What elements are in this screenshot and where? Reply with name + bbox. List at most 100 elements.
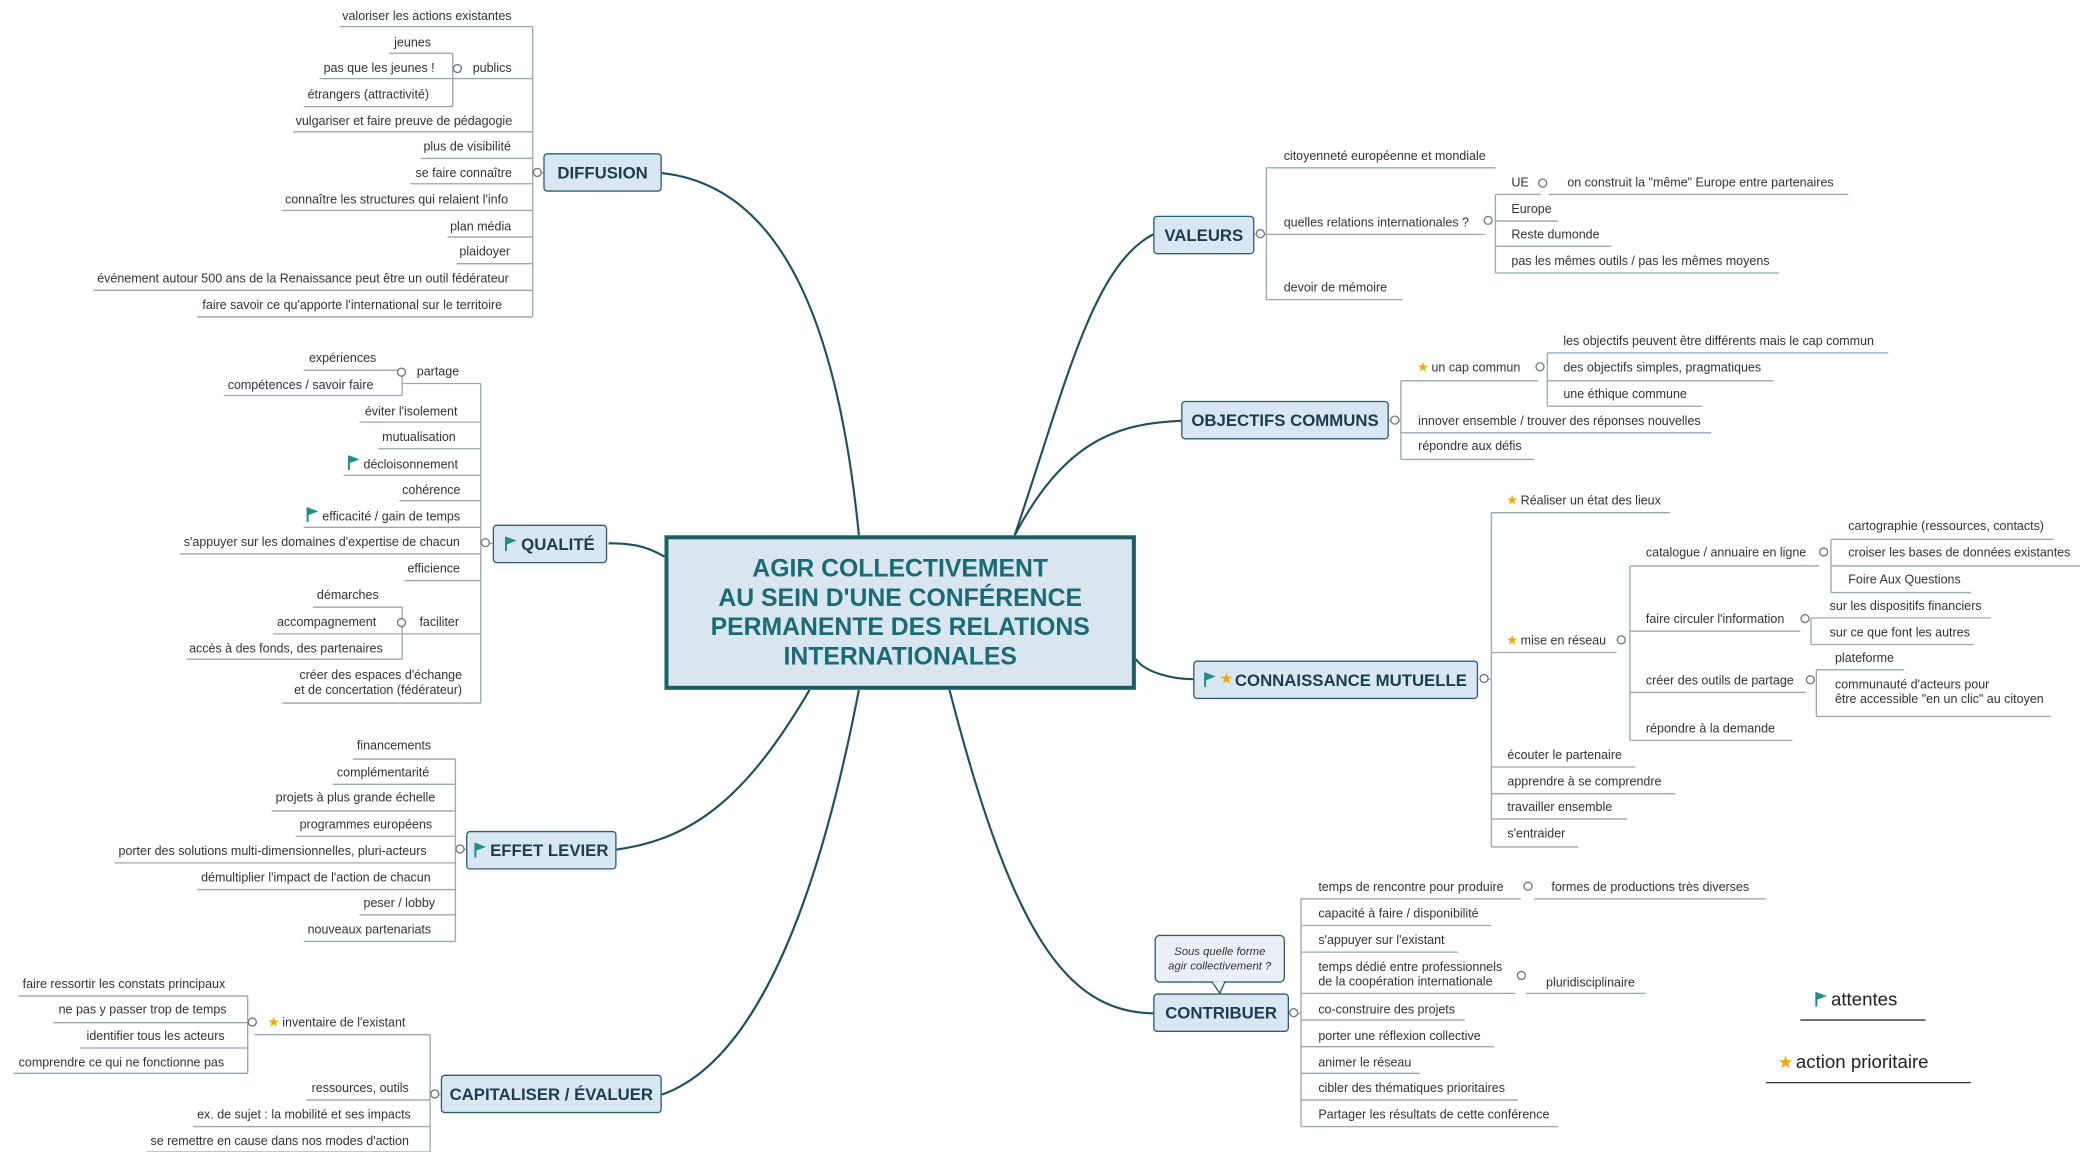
leaf-topic[interactable]: nouveaux partenariats [307, 921, 432, 937]
branch-effet-levier[interactable]: EFFET LEVIER [466, 830, 617, 870]
leaf-topic[interactable]: co-construire des projets [1318, 1001, 1456, 1017]
leaf-topic[interactable]: travailler ensemble [1507, 798, 1613, 814]
collapse-toggle[interactable] [1479, 673, 1489, 684]
collapse-toggle[interactable] [1805, 675, 1816, 685]
leaf-topic[interactable]: mutualisation [382, 428, 456, 444]
leaf-topic[interactable]: complémentarité [336, 764, 430, 780]
leaf-topic[interactable]: plaidoyer [459, 243, 511, 259]
leaf-topic[interactable]: temps de rencontre pour produire [1318, 878, 1504, 894]
leaf-topic[interactable]: pas les mêmes outils / pas les mêmes moy… [1511, 253, 1770, 268]
leaf-topic[interactable]: identifier tous les acteurs [86, 1028, 225, 1043]
leaf-topic[interactable]: écouter le partenaire [1507, 747, 1622, 762]
leaf-topic[interactable]: décloisonnement [347, 455, 458, 471]
leaf-topic[interactable]: communauté d'acteurs pour être accessibl… [1834, 676, 2044, 706]
leaf-topic[interactable]: éviter l'isolement [364, 403, 458, 419]
leaf-topic[interactable]: expériences [308, 350, 377, 365]
leaf-topic[interactable]: les objectifs peuvent être différents ma… [1563, 332, 1874, 348]
leaf-topic[interactable]: cibler des thématiques prioritaires [1318, 1079, 1505, 1095]
leaf-topic[interactable]: temps dédié entre professionnels de la c… [1318, 958, 1503, 989]
branch-capitaliser[interactable]: CAPITALISER / ÉVALUER [440, 1074, 662, 1114]
leaf-topic[interactable]: catalogue / annuaire en ligne [1645, 544, 1807, 560]
leaf-topic[interactable]: s'entraider [1507, 825, 1566, 841]
leaf-topic[interactable]: créer des outils de partage [1645, 672, 1794, 688]
leaf-topic[interactable]: ex. de sujet : la mobilité et ses impact… [197, 1106, 411, 1122]
leaf-topic[interactable]: financements [356, 737, 432, 753]
branch-connaissance-mutuelle[interactable]: ★CONNAISSANCE MUTUELLE [1193, 660, 1479, 700]
leaf-topic[interactable]: valoriser les actions existantes [342, 7, 512, 23]
collapse-toggle[interactable] [1523, 881, 1533, 891]
leaf-topic[interactable]: on construit la "même" Europe entre part… [1567, 174, 1834, 190]
collapse-toggle[interactable] [1616, 635, 1626, 645]
leaf-topic[interactable]: pluridisciplinaire [1546, 974, 1635, 990]
leaf-topic[interactable]: démultiplier l'impact de l'action de cha… [201, 869, 431, 885]
leaf-topic[interactable]: publics [472, 59, 512, 75]
leaf-topic[interactable]: citoyenneté européenne et mondiale [1283, 147, 1486, 163]
leaf-topic[interactable]: étrangers (attractivité) [307, 86, 430, 102]
leaf-topic[interactable]: des objectifs simples, pragmatiques [1563, 359, 1762, 375]
leaf-topic[interactable]: Partager les résultats de cette conféren… [1318, 1106, 1550, 1122]
leaf-topic[interactable]: quelles relations internationales ? [1283, 214, 1469, 230]
collapse-toggle[interactable] [452, 63, 463, 74]
leaf-topic[interactable]: créer des espaces d'échange et de concer… [294, 667, 463, 697]
collapse-toggle[interactable] [1516, 970, 1527, 981]
central-topic[interactable]: AGIR COLLECTIVEMENT AU SEIN D'UNE CONFÉR… [664, 535, 1136, 690]
leaf-topic[interactable]: se remettre en cause dans nos modes d'ac… [150, 1133, 409, 1148]
leaf-topic[interactable]: accompagnement [276, 613, 377, 629]
leaf-topic[interactable]: s'appuyer sur les domaines d'expertise d… [183, 533, 460, 549]
leaf-topic[interactable]: se faire connaître [415, 165, 512, 180]
leaf-topic[interactable]: ressources, outils [311, 1079, 409, 1095]
leaf-topic[interactable]: ★Réaliser un état des lieux [1506, 493, 1661, 509]
leaf-topic[interactable]: partage [416, 363, 460, 379]
collapse-toggle[interactable] [1483, 215, 1493, 226]
branch-contribuer[interactable]: CONTRIBUER [1153, 993, 1290, 1033]
leaf-topic[interactable]: porter des solutions multi-dimensionnell… [118, 842, 427, 858]
leaf-topic[interactable]: ★un cap commun [1417, 360, 1520, 376]
leaf-topic[interactable]: porter une réflexion collective [1318, 1028, 1481, 1043]
leaf-topic[interactable]: cartographie (ressources, contacts) [1848, 518, 2044, 533]
collapse-toggle[interactable] [455, 844, 465, 854]
leaf-topic[interactable]: devoir de mémoire [1283, 279, 1388, 295]
leaf-topic[interactable]: innover ensemble / trouver des réponses … [1418, 412, 1701, 428]
leaf-topic[interactable]: Reste dumonde [1511, 226, 1600, 242]
collapse-toggle[interactable] [396, 367, 407, 377]
collapse-toggle[interactable] [532, 167, 542, 178]
leaf-topic[interactable]: connaître les structures qui relaient l'… [284, 191, 509, 207]
collapse-toggle[interactable] [1390, 415, 1400, 425]
leaf-topic[interactable]: démarches [316, 587, 379, 602]
leaf-topic[interactable]: comprendre ce qui ne fonctionne pas [18, 1054, 225, 1070]
leaf-topic[interactable]: compétences / savoir faire [227, 376, 374, 392]
collapse-toggle[interactable] [1255, 229, 1266, 239]
leaf-topic[interactable]: peser / lobby [363, 894, 436, 910]
leaf-topic[interactable]: sur ce que font les autres [1829, 624, 1970, 640]
collapse-toggle[interactable] [1538, 178, 1548, 188]
leaf-topic[interactable]: pas que les jeunes ! [323, 59, 435, 75]
leaf-topic[interactable]: croiser les bases de données existantes [1848, 544, 2071, 560]
collapse-toggle[interactable] [1535, 362, 1545, 372]
leaf-topic[interactable]: une éthique commune [1563, 386, 1687, 401]
leaf-topic[interactable]: répondre à la demande [1645, 720, 1776, 736]
leaf-topic[interactable]: jeunes [394, 34, 431, 50]
collapse-toggle[interactable] [430, 1089, 440, 1099]
leaf-topic[interactable]: ★inventaire de l'existant [268, 1015, 406, 1031]
leaf-topic[interactable]: plan média [450, 218, 512, 234]
leaf-topic[interactable]: animer le réseau [1318, 1054, 1412, 1070]
leaf-topic[interactable]: formes de productions très diverses [1551, 878, 1750, 894]
leaf-topic[interactable]: faire circuler l'information [1645, 611, 1785, 626]
branch-diffusion[interactable]: DIFFUSION [543, 153, 662, 192]
leaf-topic[interactable]: accès à des fonds, des partenaires [189, 640, 383, 656]
leaf-topic[interactable]: apprendre à se comprendre [1507, 773, 1662, 789]
leaf-topic[interactable]: UE [1511, 174, 1529, 190]
leaf-topic[interactable]: sur les dispositifs financiers [1829, 597, 1982, 613]
collapse-toggle[interactable] [396, 617, 407, 628]
leaf-topic[interactable]: faciliter [419, 613, 460, 629]
leaf-topic[interactable]: répondre aux défis [1418, 438, 1522, 453]
leaf-topic[interactable]: efficience [407, 560, 460, 576]
leaf-topic[interactable]: ne pas y passer trop de temps [58, 1001, 227, 1017]
leaf-topic[interactable]: événement autour 500 ans de la Renaissan… [97, 270, 509, 285]
branch-valeurs[interactable]: VALEURS [1153, 215, 1255, 255]
leaf-topic[interactable]: faire savoir ce qu'apporte l'internation… [202, 296, 503, 312]
branch-qualite[interactable]: QUALITÉ [492, 524, 608, 564]
collapse-toggle[interactable] [1819, 547, 1829, 557]
leaf-topic[interactable]: Foire Aux Questions [1848, 571, 1961, 586]
collapse-toggle[interactable] [480, 537, 491, 548]
